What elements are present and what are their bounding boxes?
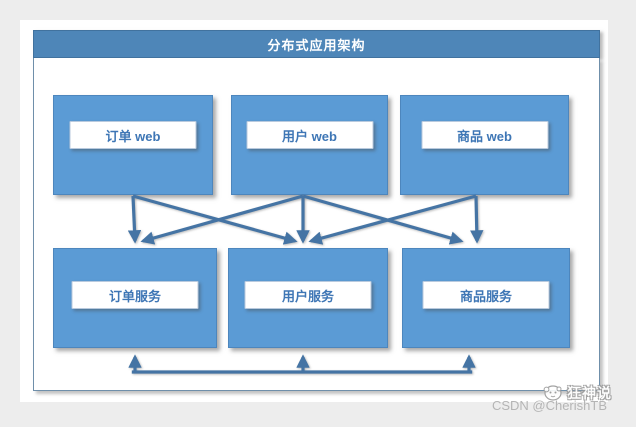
node-product-web: 商品 web (400, 95, 569, 195)
node-product-service: 商品服务 (402, 248, 570, 348)
node-order-service-label: 订单服务 (71, 281, 199, 309)
node-order-service: 订单服务 (53, 248, 217, 348)
node-user-service-label: 用户服务 (244, 281, 372, 309)
watermark: 狂神说 (540, 384, 612, 402)
node-user-service: 用户服务 (228, 248, 388, 348)
node-order-web-label: 订单 web (69, 121, 197, 149)
node-user-web-label: 用户 web (246, 121, 373, 149)
kuangshen-logo-icon (540, 385, 564, 401)
node-user-web: 用户 web (231, 95, 388, 195)
diagram-title: 分布式应用架构 (267, 37, 366, 53)
diagram-title-bar: 分布式应用架构 (33, 30, 600, 58)
watermark-credit: CSDN @CherishTB (491, 398, 607, 413)
node-product-web-label: 商品 web (421, 121, 548, 149)
node-order-web: 订单 web (53, 95, 213, 195)
watermark-brand: 狂神说 (567, 385, 612, 401)
node-product-service-label: 商品服务 (422, 281, 550, 309)
